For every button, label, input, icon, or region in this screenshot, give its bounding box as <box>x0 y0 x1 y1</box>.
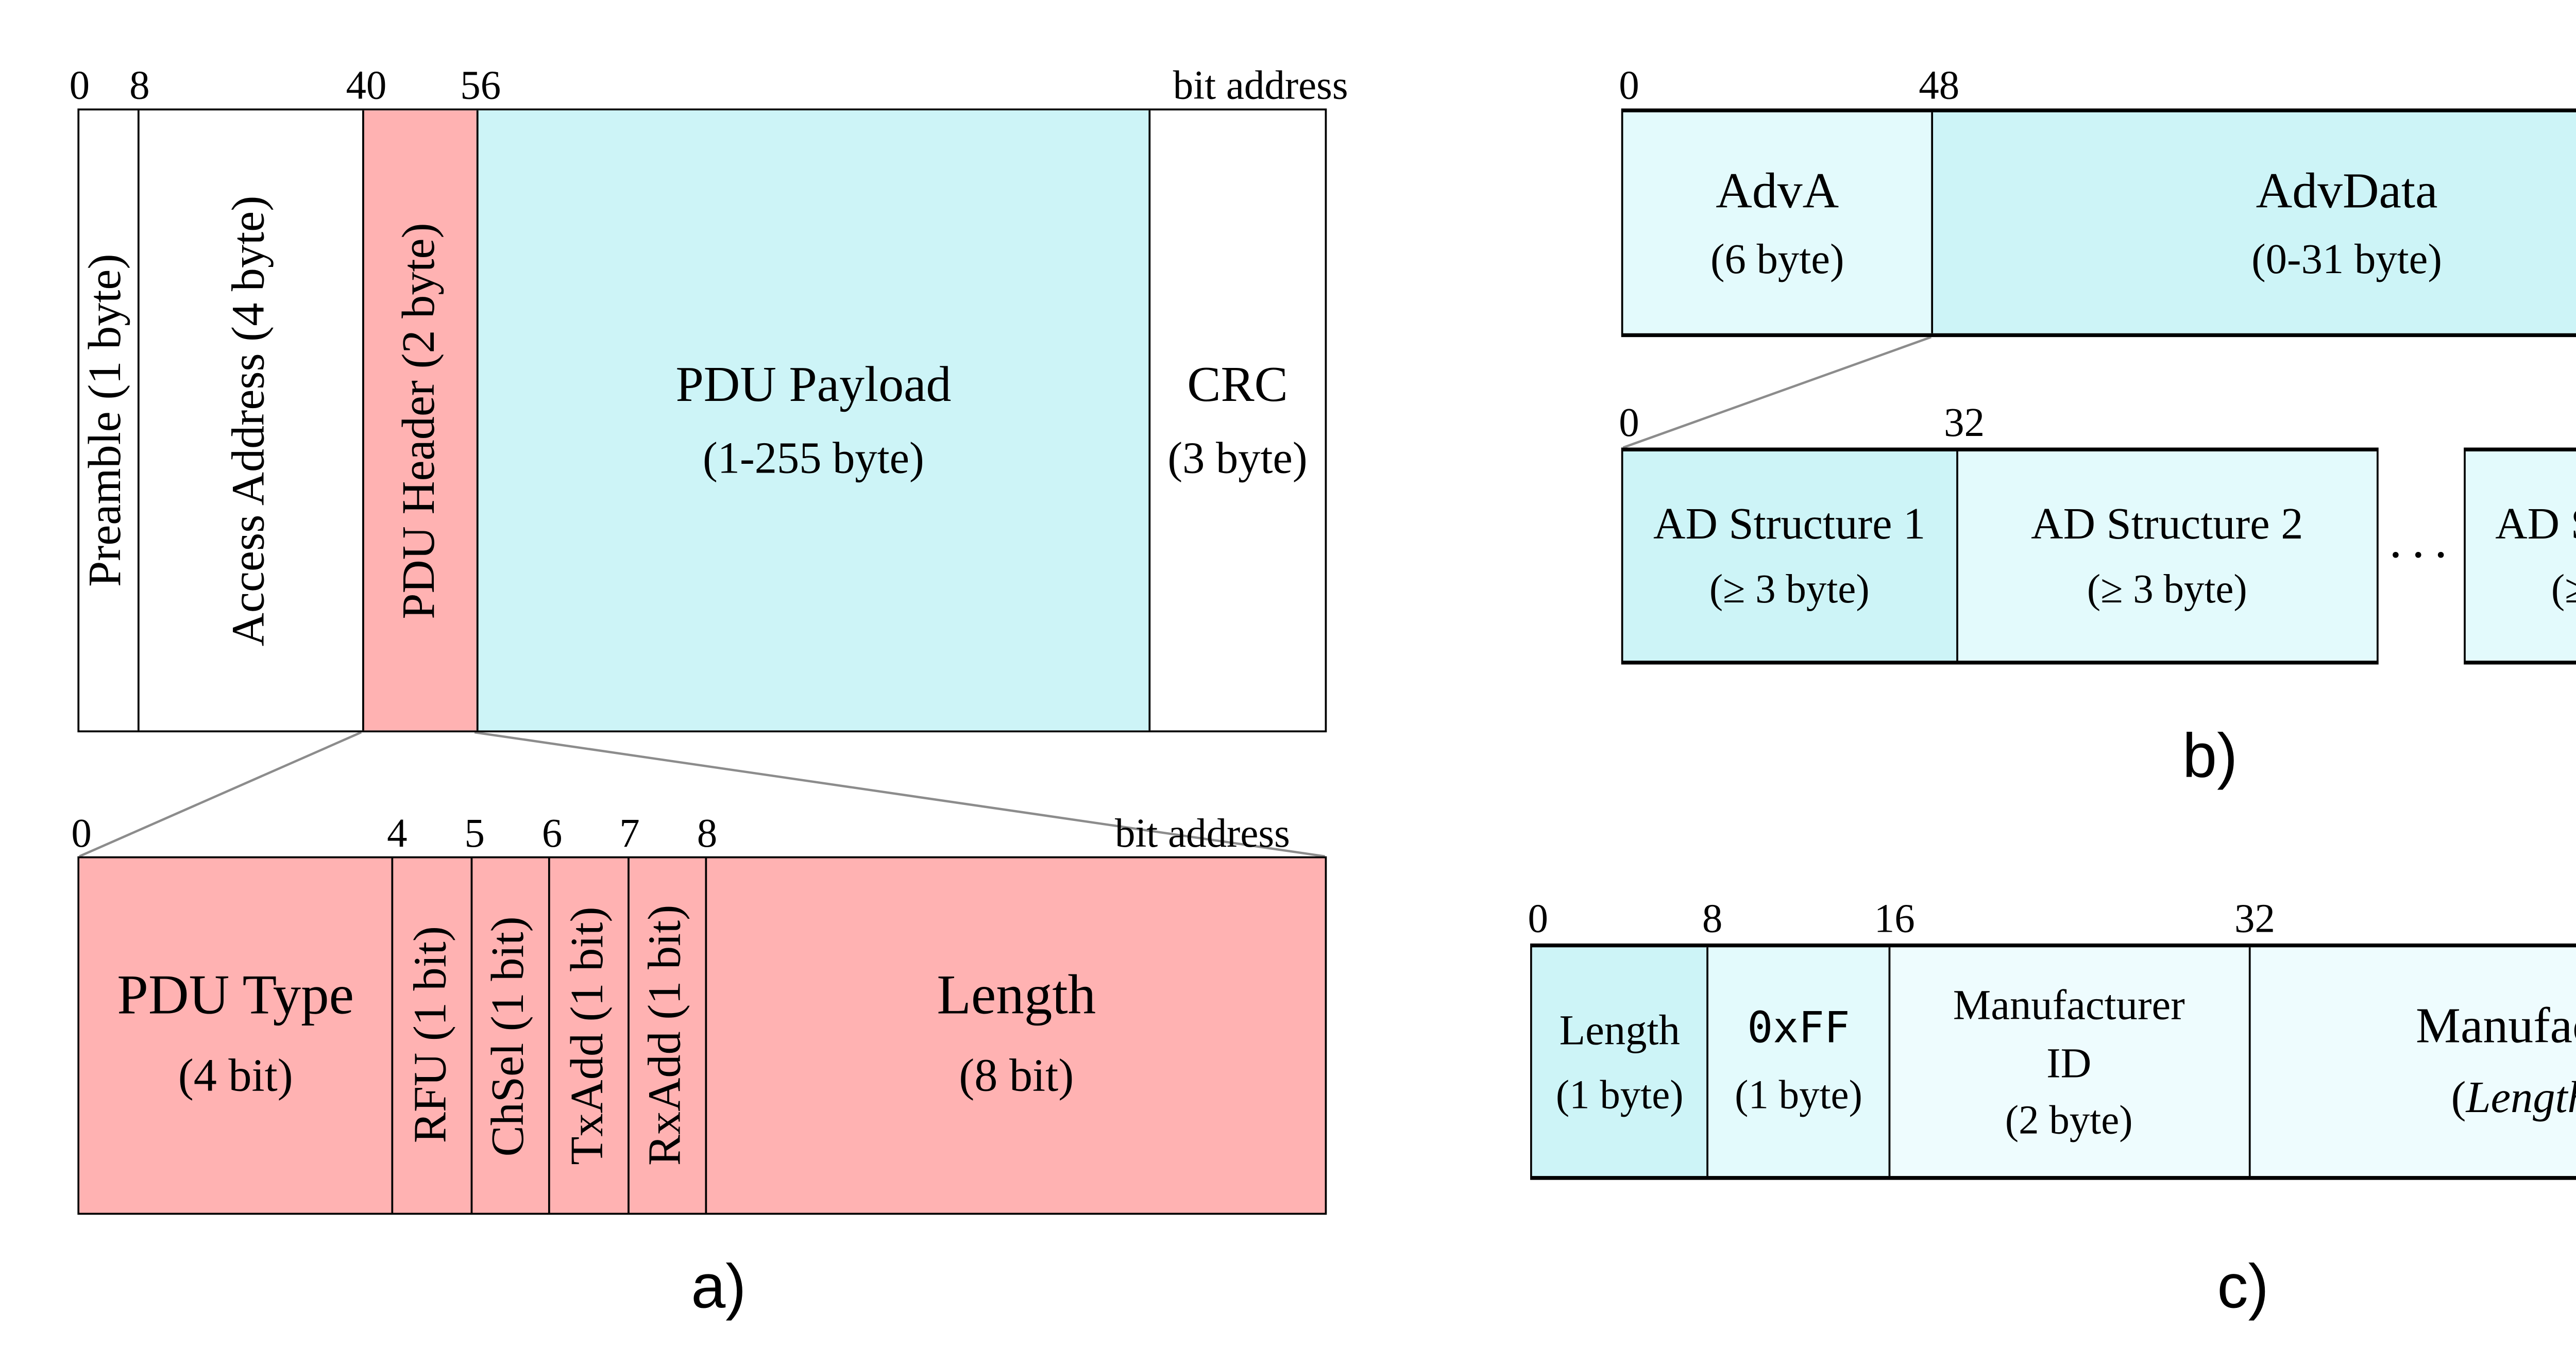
field-pdu-payload: PDU Payload (1-255 byte) <box>477 110 1148 731</box>
bit-label-a56: 56 <box>460 62 501 109</box>
field-label-line2: ID <box>2046 1038 2092 1087</box>
connector-b-left <box>1622 336 1932 449</box>
field-label: AdvData <box>2256 162 2438 219</box>
field-label: CRC <box>1187 356 1288 413</box>
bit-label-d4: 4 <box>387 810 408 856</box>
field-label: AD Structure n <box>2495 500 2576 551</box>
field-label: ChSel (1 bit) <box>484 915 535 1156</box>
field-size: (1-255 byte) <box>702 433 924 482</box>
caption-b: b) <box>2182 720 2238 791</box>
field-label: 0xFF <box>1747 1005 1850 1054</box>
pdu-header-detail-box: PDU Type (4 bit) RFU (1 bit) ChSel (1 bi… <box>77 856 1327 1215</box>
bit-label-a8: 8 <box>129 62 150 109</box>
field-manufacturer-data: Manufacturer Data (Length − 3 byte) <box>2248 947 2576 1176</box>
manufacturer-data-box: Length (1 byte) 0xFF (1 byte) Manufactur… <box>1530 943 2576 1180</box>
field-label-text: AD Structure <box>2495 500 2576 549</box>
field-pdu-type: PDU Type (4 bit) <box>79 858 392 1213</box>
field-0xff: 0xFF (1 byte) <box>1707 947 1888 1176</box>
field-crc: CRC (3 byte) <box>1148 110 1325 731</box>
field-label-line1: Manufacturer <box>1953 979 2185 1028</box>
ad-structure-n-box: AD Structure n (≥ 3 byte) <box>2464 447 2576 665</box>
field-label: PDU Header (2 byte) <box>394 222 445 619</box>
field-access-address: Access Address (4 byte) <box>137 110 363 731</box>
field-label: Length <box>1559 1005 1680 1054</box>
field-rxadd: RxAdd (1 bit) <box>627 858 706 1213</box>
field-size: (2 byte) <box>2005 1097 2133 1144</box>
field-size: (0-31 byte) <box>2251 234 2442 283</box>
field-label: AD Structure 1 <box>1653 500 1926 549</box>
caption-c: c) <box>2217 1251 2269 1322</box>
field-rfu: RFU (1 bit) <box>392 858 470 1213</box>
bit-label-c16: 16 <box>1874 895 1915 942</box>
field-label: Access Address (4 byte) <box>224 195 275 646</box>
bit-address-label-a-top: bit address <box>1173 62 1348 109</box>
bit-label-a0: 0 <box>69 62 90 109</box>
field-ad-structure-n: AD Structure n (≥ 3 byte) <box>2465 451 2576 661</box>
field-size: (≥ 3 byte) <box>2087 565 2247 612</box>
bit-label-a40: 40 <box>346 62 387 109</box>
field-size: (Length − 3 byte) <box>2451 1074 2576 1125</box>
field-label: Preamble (1 byte) <box>82 254 133 587</box>
field-label: AdvA <box>1716 162 1839 219</box>
field-size: (4 bit) <box>178 1052 293 1103</box>
field-size-open: ( <box>2451 1073 2466 1122</box>
field-size-var: Length <box>2466 1073 2576 1122</box>
field-adva: AdvA (6 byte) <box>1623 112 1931 333</box>
field-size: (8 bit) <box>959 1052 1074 1103</box>
ad-structures-box: AD Structure 1 (≥ 3 byte) AD Structure 2… <box>1621 447 2379 665</box>
field-label: AD Structure 2 <box>2031 500 2303 549</box>
bit-label-d0: 0 <box>71 810 92 856</box>
field-size: (6 byte) <box>1710 234 1844 283</box>
bit-label-d5: 5 <box>464 810 485 856</box>
field-label: Manufacturer Data <box>2416 998 2576 1055</box>
field-ad-structure-1: AD Structure 1 (≥ 3 byte) <box>1623 451 1956 661</box>
advertising-box: AdvA (6 byte) AdvData (0-31 byte) <box>1621 108 2576 338</box>
bit-label-c32: 32 <box>2234 895 2275 942</box>
bit-label-d8: 8 <box>697 810 718 856</box>
field-label: RxAdd (1 bit) <box>641 905 692 1166</box>
field-txadd: TxAdd (1 bit) <box>549 858 628 1213</box>
field-advdata: AdvData (0-31 byte) <box>1931 112 2576 333</box>
bit-label-c0: 0 <box>1528 895 1549 942</box>
field-label: PDU Type <box>117 965 354 1027</box>
bit-label-b0: 0 <box>1619 62 1639 109</box>
field-size: (3 byte) <box>1167 433 1308 482</box>
bit-label-d7: 7 <box>619 810 640 856</box>
field-size: (1 byte) <box>1735 1071 1862 1118</box>
packet-structure-box: Preamble (1 byte) Access Address (4 byte… <box>77 108 1327 733</box>
ellipsis: ··· <box>2387 527 2455 583</box>
bit-label-d6: 6 <box>541 810 563 856</box>
field-size: (≥ 3 byte) <box>1709 565 1870 612</box>
bit-label-b48: 48 <box>1919 62 1960 109</box>
field-length-bits: Length (8 bit) <box>706 858 1325 1213</box>
caption-a: a) <box>691 1251 747 1322</box>
field-chsel: ChSel (1 bit) <box>470 858 549 1213</box>
bit-address-label-a-detail: bit address <box>1114 810 1290 856</box>
field-ad-structure-2: AD Structure 2 (≥ 3 byte) <box>1955 451 2377 661</box>
bit-label-b2-0: 0 <box>1619 399 1639 446</box>
bit-label-b2-32: 32 <box>1944 399 1985 446</box>
field-length-byte: Length (1 byte) <box>1532 947 1707 1176</box>
field-size: (1 byte) <box>1555 1071 1684 1118</box>
field-label: PDU Payload <box>675 356 952 413</box>
field-size: (≥ 3 byte) <box>2551 565 2576 612</box>
field-label: RFU (1 bit) <box>405 927 456 1145</box>
field-pdu-header: PDU Header (2 byte) <box>362 110 477 731</box>
bit-label-c8: 8 <box>1702 895 1723 942</box>
field-preamble: Preamble (1 byte) <box>79 110 137 730</box>
connector-a-left <box>79 731 362 857</box>
field-manufacturer-id: Manufacturer ID (2 byte) <box>1888 947 2248 1176</box>
field-label: TxAdd (1 bit) <box>563 906 614 1165</box>
field-label: Length <box>937 965 1096 1027</box>
